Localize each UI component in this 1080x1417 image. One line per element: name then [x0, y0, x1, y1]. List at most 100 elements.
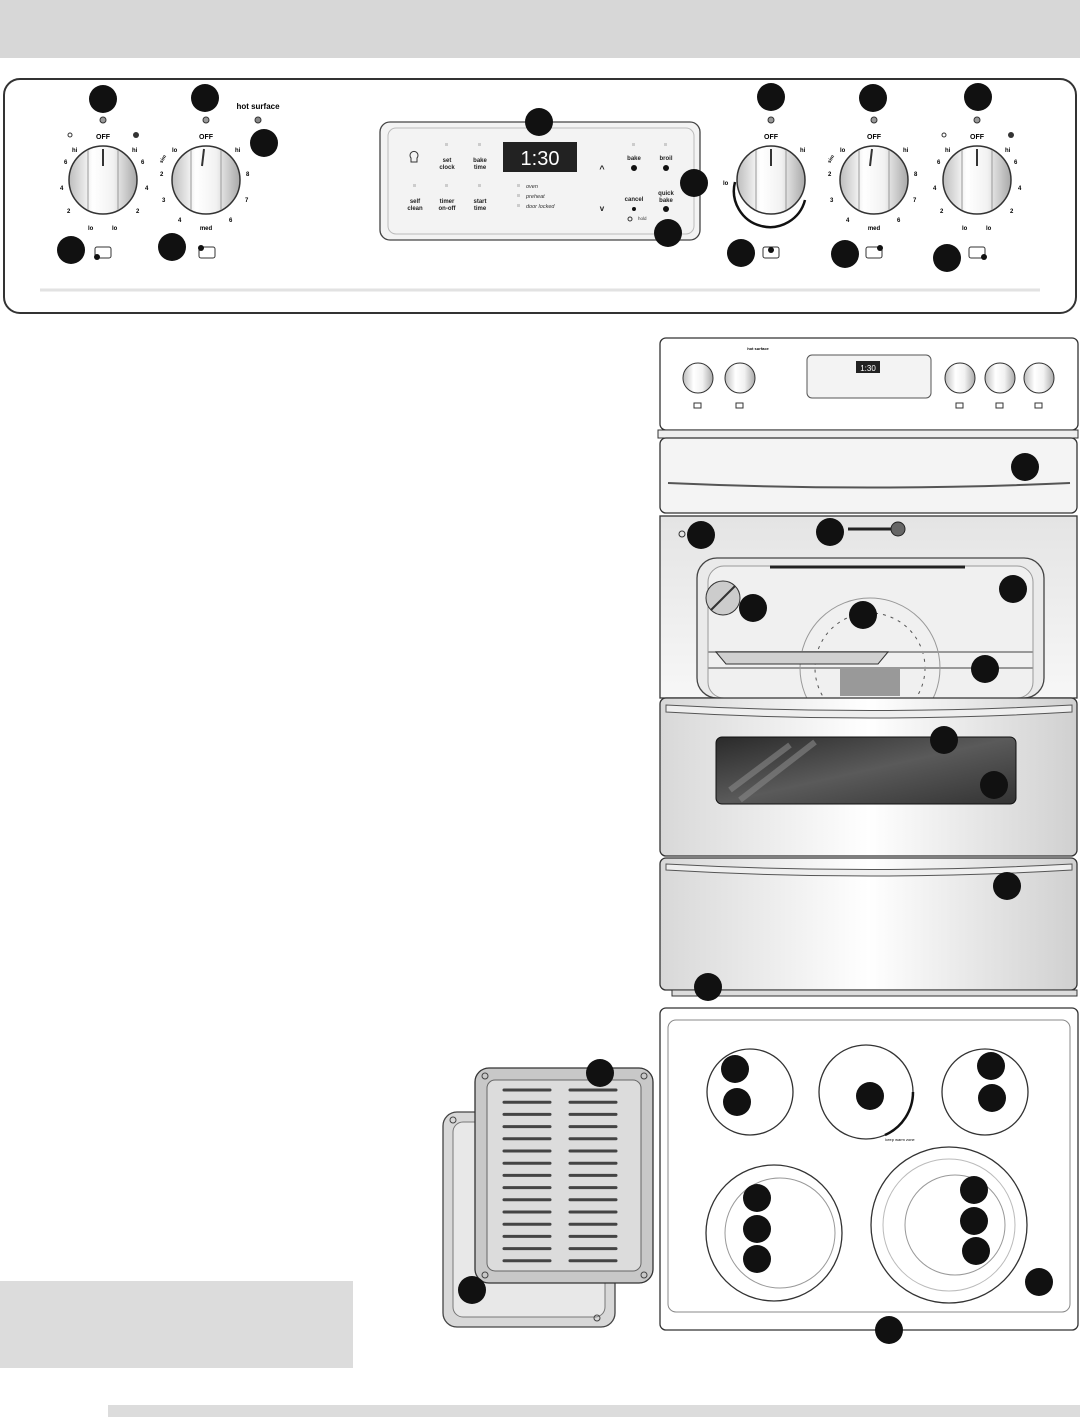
knob-left-front[interactable] — [171, 116, 241, 215]
svg-text:OFF: OFF — [970, 134, 985, 141]
svg-text:OFF: OFF — [96, 134, 111, 141]
start-time-button[interactable]: start — [473, 199, 486, 205]
svg-text:hi: hi — [903, 148, 909, 154]
mini-display: 1:30 — [860, 364, 876, 373]
knob-right-rear[interactable] — [839, 116, 909, 215]
svg-text:6: 6 — [64, 160, 68, 166]
svg-text:6: 6 — [897, 218, 901, 224]
electronic-oven-control — [379, 121, 701, 241]
element-locator-icon — [198, 246, 216, 259]
svg-text:4: 4 — [145, 186, 149, 192]
svg-text:8: 8 — [914, 172, 918, 178]
svg-text:7: 7 — [913, 198, 917, 204]
svg-text:hi: hi — [235, 148, 241, 154]
knob-warmer[interactable] — [732, 116, 807, 229]
svg-text:2: 2 — [67, 209, 71, 215]
svg-text:2: 2 — [940, 209, 944, 215]
display-screen — [503, 142, 577, 172]
svg-text:6: 6 — [937, 160, 941, 166]
svg-text:on-off: on-off — [439, 206, 457, 212]
self-clean-button[interactable]: self — [410, 199, 421, 205]
svg-text:sim: sim — [827, 154, 837, 165]
down-arrow-button[interactable]: v — [600, 204, 605, 213]
svg-text:4: 4 — [178, 218, 182, 224]
footer-band — [108, 1405, 1080, 1417]
broil-pan — [442, 1067, 654, 1328]
knob-right-front[interactable] — [942, 116, 1012, 215]
svg-text:6: 6 — [141, 160, 145, 166]
svg-text:hi: hi — [72, 148, 78, 154]
oven-light-icon[interactable] — [409, 150, 419, 163]
cancel-button[interactable]: cancel — [625, 197, 644, 203]
hot-surface-light — [254, 116, 262, 124]
svg-text:3: 3 — [162, 198, 166, 204]
range-front-view: 1:30 hot surface — [657, 337, 1079, 997]
svg-text:time: time — [474, 165, 487, 171]
svg-text:OFF: OFF — [199, 134, 214, 141]
indicator-light — [202, 116, 210, 124]
header-band — [0, 0, 1080, 58]
svg-text:lo: lo — [962, 226, 968, 232]
hold-label: hold — [638, 216, 647, 221]
quick-bake-button[interactable]: quick — [658, 191, 674, 197]
svg-text:2: 2 — [160, 172, 164, 178]
svg-text:OFF: OFF — [764, 134, 779, 141]
svg-text:hi: hi — [1005, 148, 1011, 154]
svg-text:lo: lo — [172, 148, 178, 154]
set-clock-button[interactable]: set — [443, 158, 452, 164]
timer-button[interactable]: timer — [440, 199, 455, 205]
svg-text:hi: hi — [800, 148, 806, 154]
svg-text:lo: lo — [112, 226, 118, 232]
svg-text:8: 8 — [246, 172, 250, 178]
svg-text:OFF: OFF — [867, 134, 882, 141]
svg-text:sim: sim — [159, 154, 169, 165]
indicator-light — [973, 116, 981, 124]
grill-slots — [502, 1088, 618, 1263]
indicator-light — [767, 116, 775, 124]
svg-text:hot surface: hot surface — [747, 346, 769, 351]
callout-markers-range — [458, 453, 1053, 1344]
indicator-oven: oven — [526, 184, 538, 190]
cooktop-diagram — [659, 1007, 1079, 1331]
svg-text:4: 4 — [60, 186, 64, 192]
svg-text:6: 6 — [229, 218, 233, 224]
keep-warm-label: keep warm zone — [885, 1137, 915, 1142]
svg-text:hi: hi — [132, 148, 138, 154]
svg-text:2: 2 — [828, 172, 832, 178]
broil-button[interactable]: broil — [660, 156, 673, 162]
bake-time-button[interactable]: bake — [473, 158, 487, 164]
bake-button[interactable]: bake — [627, 156, 641, 162]
svg-text:6: 6 — [1014, 160, 1018, 166]
svg-text:2: 2 — [1010, 209, 1014, 215]
svg-text:2: 2 — [136, 209, 140, 215]
svg-text:3: 3 — [830, 198, 834, 204]
svg-text:clean: clean — [407, 206, 423, 212]
svg-text:clock: clock — [439, 165, 455, 171]
up-arrow-button[interactable]: ^ — [599, 164, 605, 174]
svg-text:lo: lo — [88, 226, 94, 232]
indicator-light — [870, 116, 878, 124]
note-box — [0, 1281, 353, 1368]
display-time: 1:30 — [521, 148, 560, 170]
indicator-door-locked: door locked — [526, 204, 555, 210]
callout-markers — [57, 83, 992, 272]
svg-text:hi: hi — [945, 148, 951, 154]
svg-text:lo: lo — [840, 148, 846, 154]
indicator-light — [99, 116, 107, 124]
element-locator-icon — [94, 246, 112, 259]
knob-left-rear[interactable] — [68, 116, 138, 215]
svg-text:7: 7 — [245, 198, 249, 204]
svg-text:lo: lo — [986, 226, 992, 232]
svg-text:4: 4 — [933, 186, 937, 192]
hot-surface-label: hot surface — [236, 102, 280, 111]
element-locator-icon — [865, 246, 883, 259]
indicator-preheat: preheat — [525, 194, 545, 200]
svg-text:med: med — [868, 226, 881, 232]
svg-text:bake: bake — [659, 198, 673, 204]
svg-text:med: med — [200, 226, 213, 232]
svg-text:4: 4 — [1018, 186, 1022, 192]
element-locator-icon — [968, 246, 986, 259]
svg-text:time: time — [474, 206, 487, 212]
svg-text:lo: lo — [723, 181, 729, 187]
